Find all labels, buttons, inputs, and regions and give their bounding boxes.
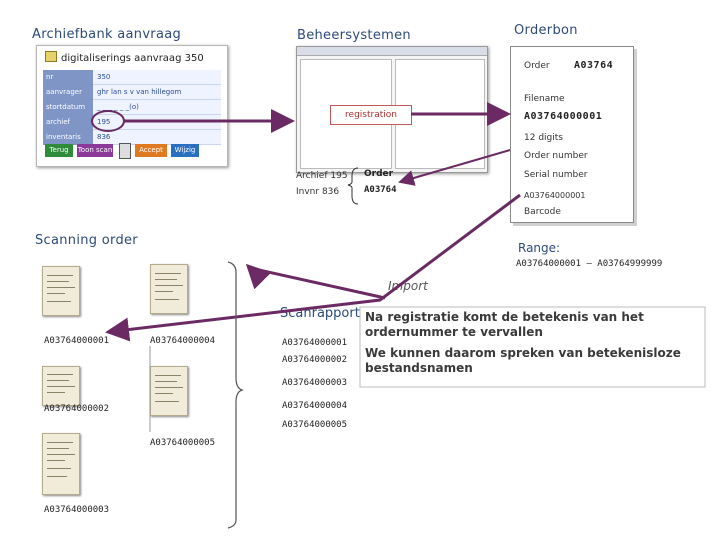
document-icon [119, 143, 131, 159]
scanrapport-item: A03764000001 [282, 338, 348, 348]
archief-label: Archief 195 [296, 171, 348, 181]
arrow-import-to-filename [249, 266, 386, 300]
scanned-document [150, 264, 188, 314]
filename-value: A03764000001 [524, 111, 603, 122]
document-label: A03764000001 [44, 336, 110, 346]
scanrapport-item: A03764000005 [282, 420, 348, 430]
form-title: digitaliserings aanvraag 350 [45, 51, 204, 64]
arrow-import-up [245, 263, 272, 290]
document-label: A03764000003 [44, 505, 110, 515]
scanned-document [42, 266, 80, 316]
scanned-document [42, 366, 80, 406]
barcode-label: Barcode [524, 207, 561, 217]
heading-orderbon: Orderbon [514, 23, 578, 38]
document-label: A03764000002 [44, 404, 110, 414]
arrow-orderbon-to-order [398, 149, 511, 186]
orderbon-order-value: A03764 [574, 60, 614, 71]
accept-button[interactable]: Accept [135, 144, 167, 157]
orderbon-card: Order A03764 Filename A03764000001 12 di… [510, 46, 634, 223]
range-label: Range: [518, 241, 561, 255]
order-label: Order [364, 169, 394, 179]
order-value: A03764 [364, 185, 397, 195]
import-label: Import [388, 279, 428, 293]
scanned-document [42, 433, 80, 495]
scanrapport-item: A03764000003 [282, 378, 348, 388]
scanrapport-item: A03764000004 [282, 401, 348, 411]
orderbon-order-label: Order [524, 61, 550, 71]
note-box [359, 306, 706, 388]
beheer-toolbar [297, 47, 487, 56]
scanned-document [150, 366, 188, 416]
toon-scan-button[interactable]: Toon scan [77, 144, 113, 157]
digits-label: 12 digits [524, 133, 563, 143]
document-label: A03764000004 [150, 336, 216, 346]
heading-archiefbank: Archiefbank aanvraag [32, 27, 182, 42]
barcode-value: A03764000001 [524, 191, 586, 200]
note-line-2: We kunnen daarom spreken van betekenislo… [365, 346, 681, 375]
order-brace [347, 167, 359, 205]
folder-icon [45, 51, 57, 62]
note-line-1: Na registratie komt de betekenis van het… [365, 310, 644, 339]
terug-button[interactable]: Terug [45, 144, 73, 157]
note-text: Na registratie komt de betekenis van het… [365, 310, 695, 376]
scan-group-bracket [227, 261, 244, 529]
form-row-stortdatum: stortdatum_ _ _ _ _ _(o) [43, 100, 221, 115]
range-value: A03764000001 – A03764999999 [516, 259, 663, 269]
invnr-label: Invnr 836 [296, 187, 340, 197]
filename-label: Filename [524, 94, 565, 104]
archief-highlight [91, 110, 125, 132]
heading-scanning-order: Scanning order [35, 233, 138, 248]
document-label: A03764000005 [150, 438, 216, 448]
arrow-barcode-to-document [105, 193, 521, 342]
scanrapport-item: A03764000002 [282, 355, 348, 365]
heading-beheersystemen: Beheersystemen [297, 28, 411, 43]
serial-number-label: Serial number [524, 170, 588, 180]
wijzig-button[interactable]: Wijzig [171, 144, 199, 157]
order-number-label: Order number [524, 151, 588, 161]
